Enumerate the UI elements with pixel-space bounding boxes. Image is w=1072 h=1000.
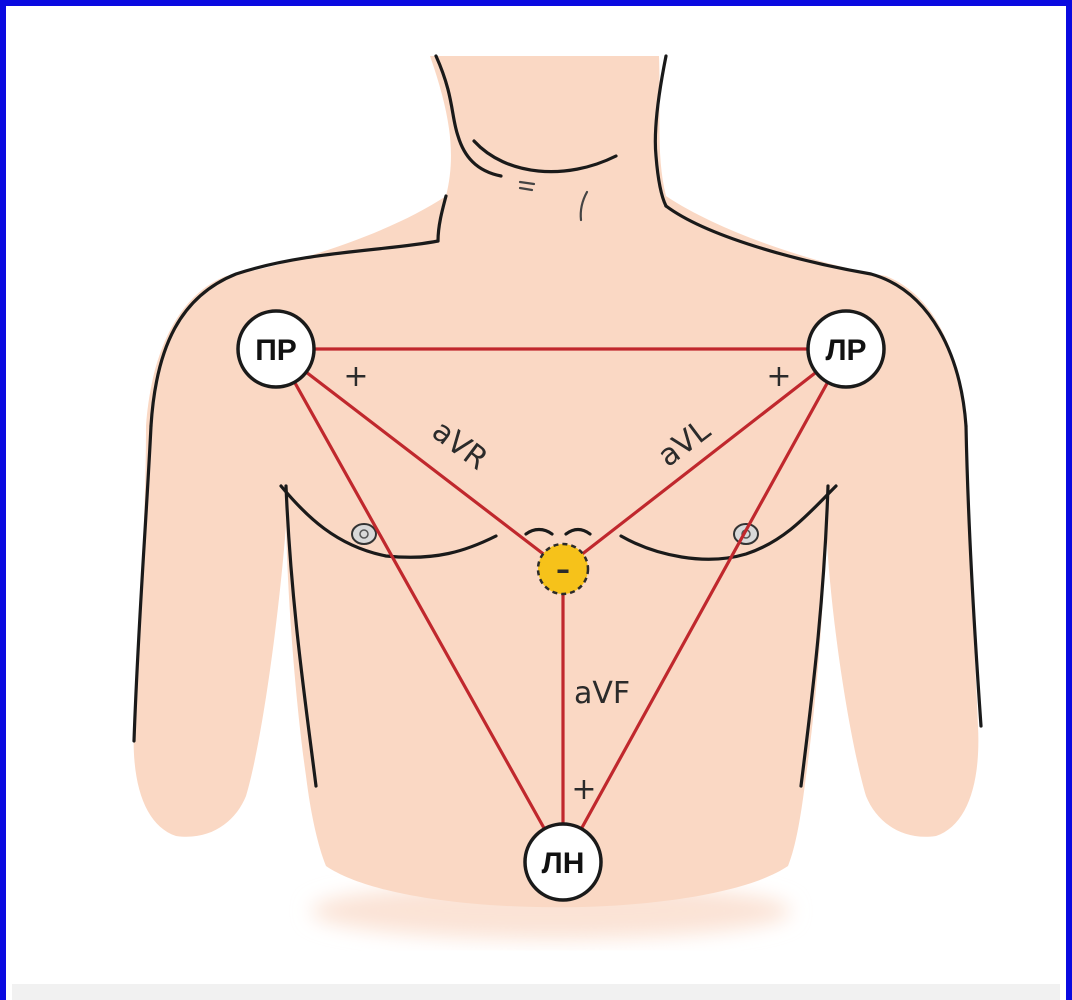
electrode-left-arm-label: ЛР	[825, 334, 866, 367]
central-terminal-electrode: –	[538, 544, 588, 594]
torso-body	[134, 56, 979, 907]
left-nipple	[352, 524, 376, 544]
ecg-leads-diagram: aVR aVL aVF + + + – ПР ЛР ЛН	[6, 6, 1066, 1000]
avr-plus-sign: +	[343, 359, 368, 394]
electrode-left-arm: ЛР	[808, 311, 884, 387]
lead-label-avf: aVF	[574, 676, 630, 711]
avf-plus-sign: +	[571, 772, 596, 807]
electrode-right-arm: ПР	[238, 311, 314, 387]
footer-band	[12, 984, 1060, 1000]
electrode-left-leg-label: ЛН	[542, 847, 585, 880]
central-terminal-label: –	[556, 553, 570, 586]
avl-plus-sign: +	[766, 359, 791, 394]
electrode-left-leg: ЛН	[525, 824, 601, 900]
electrode-right-arm-label: ПР	[255, 334, 297, 367]
